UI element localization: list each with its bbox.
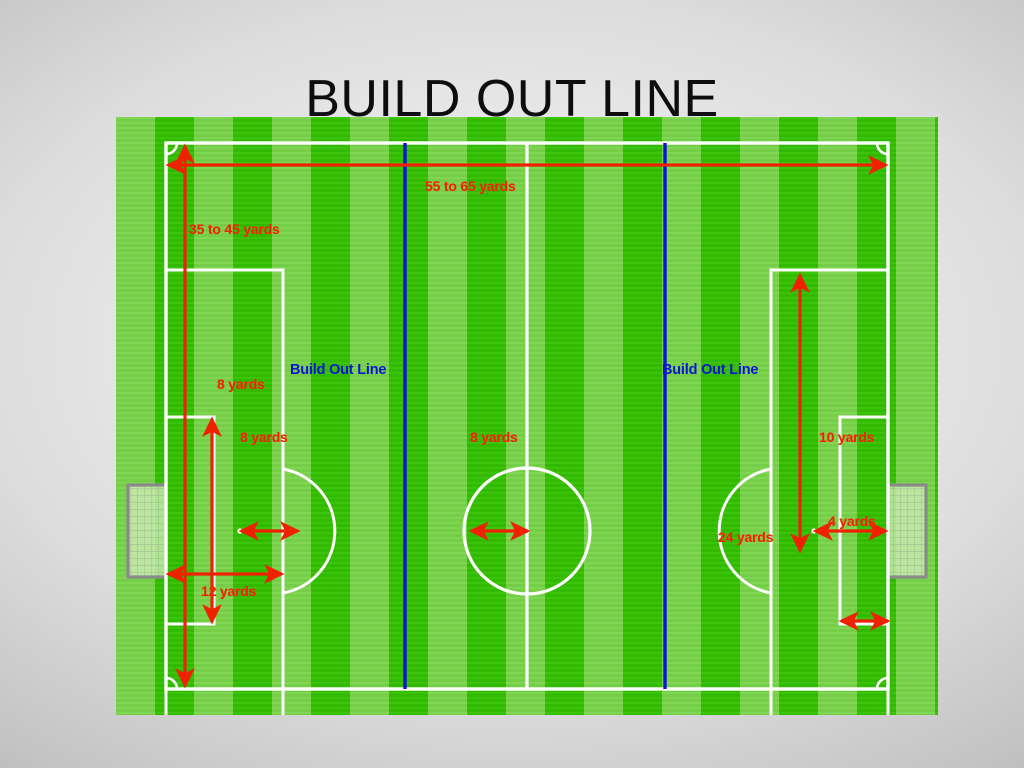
right-penalty-arc [717, 467, 772, 595]
build-out-line-label-left: Build Out Line [290, 362, 387, 378]
right-penalty-area [769, 268, 890, 715]
build-out-line-label-right: Build Out Line [662, 362, 759, 378]
dimension-label-goal-area-width: 8 yards [240, 429, 288, 445]
dimension-label-field-length: 55 to 65 yards [425, 178, 516, 194]
dimension-label-center-circle-radius: 8 yards [470, 429, 518, 445]
corner-arc-top-right [875, 142, 889, 156]
pitch-markings-layer [126, 141, 928, 715]
dimension-label-field-width: 35 to 45 yards [189, 221, 280, 237]
right-goal-net [886, 483, 928, 579]
soccer-field-diagram: 55 to 65 yards 35 to 45 yards Build Out … [116, 117, 938, 715]
left-goal-net [126, 483, 168, 579]
dimension-label-goal-area-depth: 8 yards [217, 376, 265, 392]
dimension-label-penalty-area-width: 12 yards [201, 583, 257, 599]
dimension-label-penalty-spot: 10 yards [819, 429, 875, 445]
dimension-label-penalty-area-depth: 24 yards [718, 529, 774, 545]
dimension-label-goal-area-offset: 4 yards [828, 513, 876, 529]
left-penalty-arc [282, 467, 337, 595]
center-circle [462, 466, 592, 596]
